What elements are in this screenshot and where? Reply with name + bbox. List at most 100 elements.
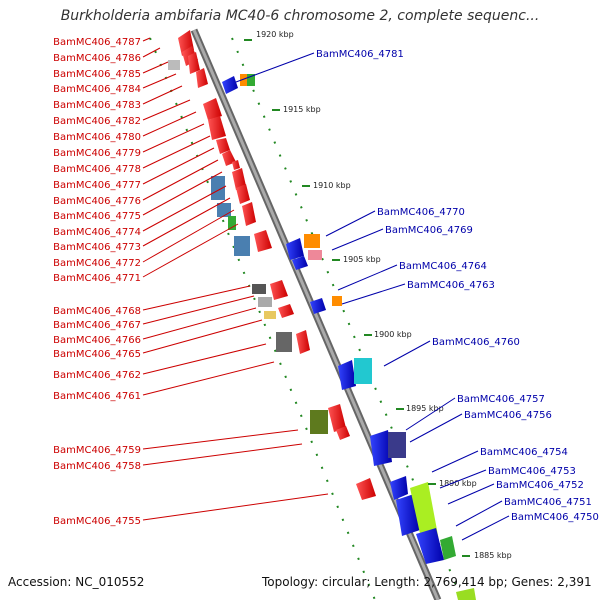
leader-line: [455, 500, 503, 527]
forward-gene-labels: BamMC406_4787BamMC406_4786BamMC406_4785B…: [53, 37, 329, 527]
leader-line: [142, 61, 169, 74]
leader-line: [142, 429, 299, 450]
kbp-scale: 1920 kbp 1915 kbp 1910 kbp 1905 kbp 1900…: [244, 30, 512, 560]
leader-line: [142, 307, 257, 340]
reverse-gene-label[interactable]: BamMC406_4764: [399, 261, 487, 272]
kbp-tick: 1905 kbp: [332, 255, 381, 264]
svg-text:1895 kbp: 1895 kbp: [406, 404, 444, 413]
leader-line: [142, 223, 239, 278]
leader-line: [235, 52, 315, 83]
forward-gene-blocks: [168, 30, 376, 500]
reverse-gene-label[interactable]: BamMC406_4753: [488, 466, 576, 477]
forward-gene-label[interactable]: BamMC406_4774: [53, 227, 141, 238]
leader-line: [325, 210, 376, 237]
forward-gene-label[interactable]: BamMC406_4768: [53, 306, 141, 317]
svg-text:1890 kbp: 1890 kbp: [439, 479, 477, 488]
reverse-gene-label[interactable]: BamMC406_4754: [480, 447, 568, 458]
reverse-gene-label[interactable]: BamMC406_4770: [377, 207, 465, 218]
reverse-gene-label[interactable]: BamMC406_4763: [407, 280, 495, 291]
svg-text:1910 kbp: 1910 kbp: [313, 181, 351, 190]
leader-line: [447, 483, 495, 505]
leader-line: [142, 443, 303, 466]
leader-line: [142, 85, 183, 105]
kbp-tick: 1900 kbp: [364, 330, 412, 339]
leader-line: [142, 99, 191, 121]
leader-line: [142, 295, 255, 325]
map-title: Burkholderia ambifaria MC40-6 chromosome…: [60, 8, 540, 24]
forward-gene-label[interactable]: BamMC406_4762: [53, 370, 141, 381]
forward-gene-label[interactable]: BamMC406_4785: [53, 69, 141, 80]
forward-gene-label[interactable]: BamMC406_4755: [53, 516, 141, 527]
forward-gene-label[interactable]: BamMC406_4761: [53, 391, 141, 402]
leader-line: [142, 343, 267, 375]
forward-gene-label[interactable]: BamMC406_4782: [53, 116, 141, 127]
kbp-tick: 1895 kbp: [396, 404, 444, 413]
forward-gene-label[interactable]: BamMC406_4778: [53, 164, 141, 175]
forward-gene-label[interactable]: BamMC406_4759: [53, 445, 141, 456]
leader-line: [142, 37, 151, 42]
forward-gene-label[interactable]: BamMC406_4784: [53, 84, 141, 95]
forward-gene-label[interactable]: BamMC406_4766: [53, 335, 141, 346]
forward-gene-label[interactable]: BamMC406_4765: [53, 349, 141, 360]
reverse-gene-label[interactable]: BamMC406_4769: [385, 225, 473, 236]
leader-line: [409, 413, 463, 443]
forward-gene-label[interactable]: BamMC406_4772: [53, 258, 141, 269]
leader-line: [142, 197, 231, 247]
leader-line: [142, 73, 177, 89]
forward-gene-label[interactable]: BamMC406_4773: [53, 242, 141, 253]
leader-line: [142, 123, 205, 153]
kbp-tick: 1915 kbp: [272, 105, 321, 114]
forward-gene-label[interactable]: BamMC406_4786: [53, 53, 141, 64]
svg-text:1920 kbp: 1920 kbp: [256, 30, 294, 39]
reverse-gene-label[interactable]: BamMC406_4760: [432, 337, 520, 348]
leader-line: [341, 283, 406, 305]
forward-gene-label[interactable]: BamMC406_4777: [53, 180, 141, 191]
svg-text:1905 kbp: 1905 kbp: [343, 255, 381, 264]
leader-line: [142, 47, 161, 58]
kbp-tick: 1910 kbp: [302, 181, 351, 190]
leader-line: [142, 319, 263, 354]
reverse-gene-label[interactable]: BamMC406_4750: [511, 512, 599, 523]
reverse-gene-label[interactable]: BamMC406_4757: [457, 394, 545, 405]
forward-gene-label[interactable]: BamMC406_4758: [53, 461, 141, 472]
svg-text:1885 kbp: 1885 kbp: [474, 551, 512, 560]
reverse-gene-label[interactable]: BamMC406_4781: [316, 49, 404, 60]
leader-line: [431, 450, 479, 473]
leader-line: [142, 159, 219, 201]
svg-text:1915 kbp: 1915 kbp: [283, 105, 321, 114]
leader-line: [142, 147, 215, 185]
forward-gene-label[interactable]: BamMC406_4780: [53, 132, 141, 143]
forward-gene-label[interactable]: BamMC406_4787: [53, 37, 141, 48]
reverse-gene-blocks: [222, 74, 476, 600]
forward-gene-label[interactable]: BamMC406_4775: [53, 211, 141, 222]
leader-line: [337, 264, 398, 291]
leader-line: [142, 361, 275, 396]
forward-gene-label[interactable]: BamMC406_4771: [53, 273, 141, 284]
svg-text:1900 kbp: 1900 kbp: [374, 330, 412, 339]
forward-gene-label[interactable]: BamMC406_4779: [53, 148, 141, 159]
leader-line: [405, 397, 456, 431]
reverse-gene-label[interactable]: BamMC406_4752: [496, 480, 584, 491]
leader-line: [461, 515, 510, 541]
reverse-gene-labels: BamMC406_4781BamMC406_4770BamMC406_4769B…: [235, 49, 599, 541]
guide-lines: [149, 37, 463, 600]
leader-line: [383, 340, 431, 367]
leader-line: [142, 185, 227, 232]
accession-text: Accession: NC_010552: [8, 575, 145, 589]
leader-line: [331, 228, 384, 251]
topology-text: Topology: circular; Length: 2,769,414 bp…: [262, 575, 592, 589]
forward-gene-label[interactable]: BamMC406_4783: [53, 100, 141, 111]
leader-line: [439, 469, 487, 489]
reverse-gene-label[interactable]: BamMC406_4751: [504, 497, 592, 508]
forward-gene-label[interactable]: BamMC406_4767: [53, 320, 141, 331]
leader-line: [142, 171, 223, 216]
kbp-tick: 1890 kbp: [428, 479, 477, 488]
leader-line: [142, 285, 251, 311]
leader-line: [142, 135, 211, 169]
kbp-tick: 1885 kbp: [462, 551, 512, 560]
leader-line: [142, 209, 235, 263]
leader-line: [142, 111, 197, 137]
reverse-gene-label[interactable]: BamMC406_4756: [464, 410, 552, 421]
forward-gene-label[interactable]: BamMC406_4776: [53, 196, 141, 207]
